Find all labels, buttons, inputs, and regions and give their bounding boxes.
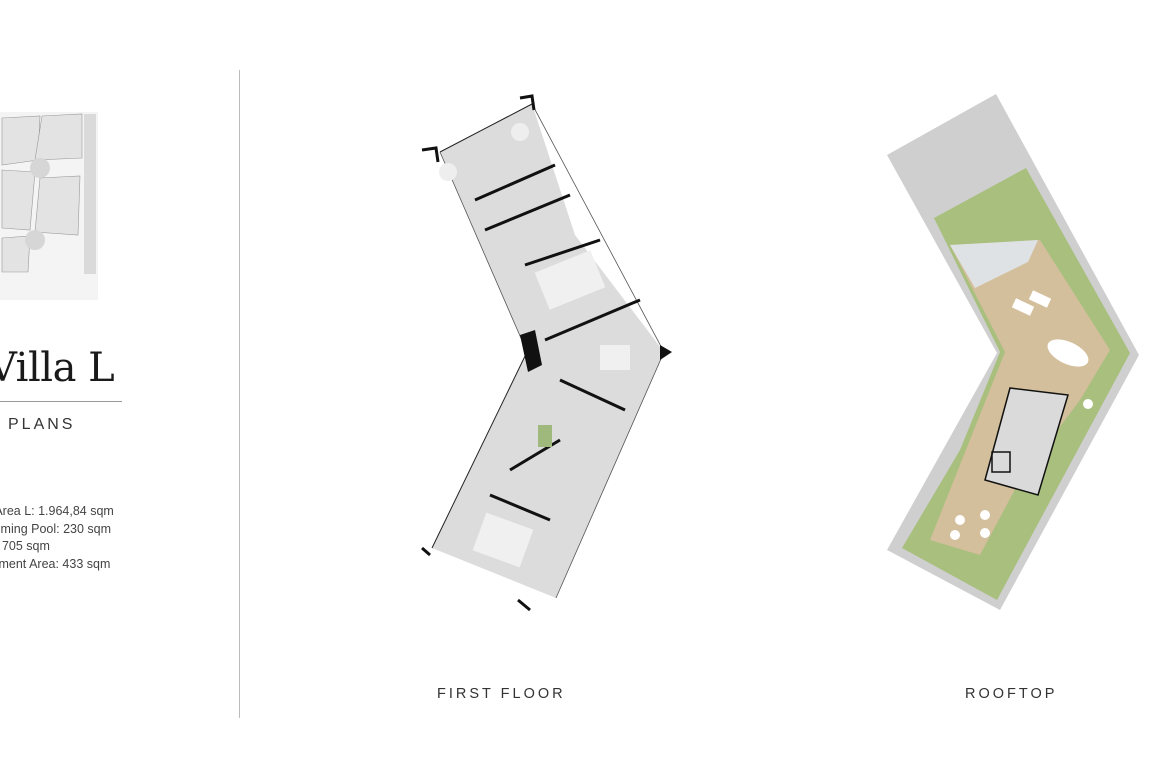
rooftop-caption: ROOFTOP bbox=[965, 686, 1058, 702]
area-stats: Plot Area L: 1.964,84 sqm Swimming Pool:… bbox=[0, 503, 114, 573]
first-floor-plan bbox=[421, 94, 672, 612]
vertical-divider bbox=[239, 70, 240, 718]
stat-plot-area: Plot Area L: 1.964,84 sqm bbox=[0, 504, 114, 518]
page-subtitle: PLANS bbox=[8, 416, 76, 433]
first-floor-caption: FIRST FLOOR bbox=[437, 686, 566, 702]
stat-basement: Basement Area: 433 sqm bbox=[0, 556, 111, 571]
rooftop-plan bbox=[887, 94, 1139, 610]
site-plan-thumbnail bbox=[0, 112, 98, 300]
page-title: Villa L bbox=[0, 345, 115, 391]
stat-gfa: GFA: 705 sqm bbox=[0, 539, 50, 553]
title-underline bbox=[0, 401, 122, 402]
stat-pool: Swimming Pool: 230 sqm bbox=[0, 521, 112, 536]
